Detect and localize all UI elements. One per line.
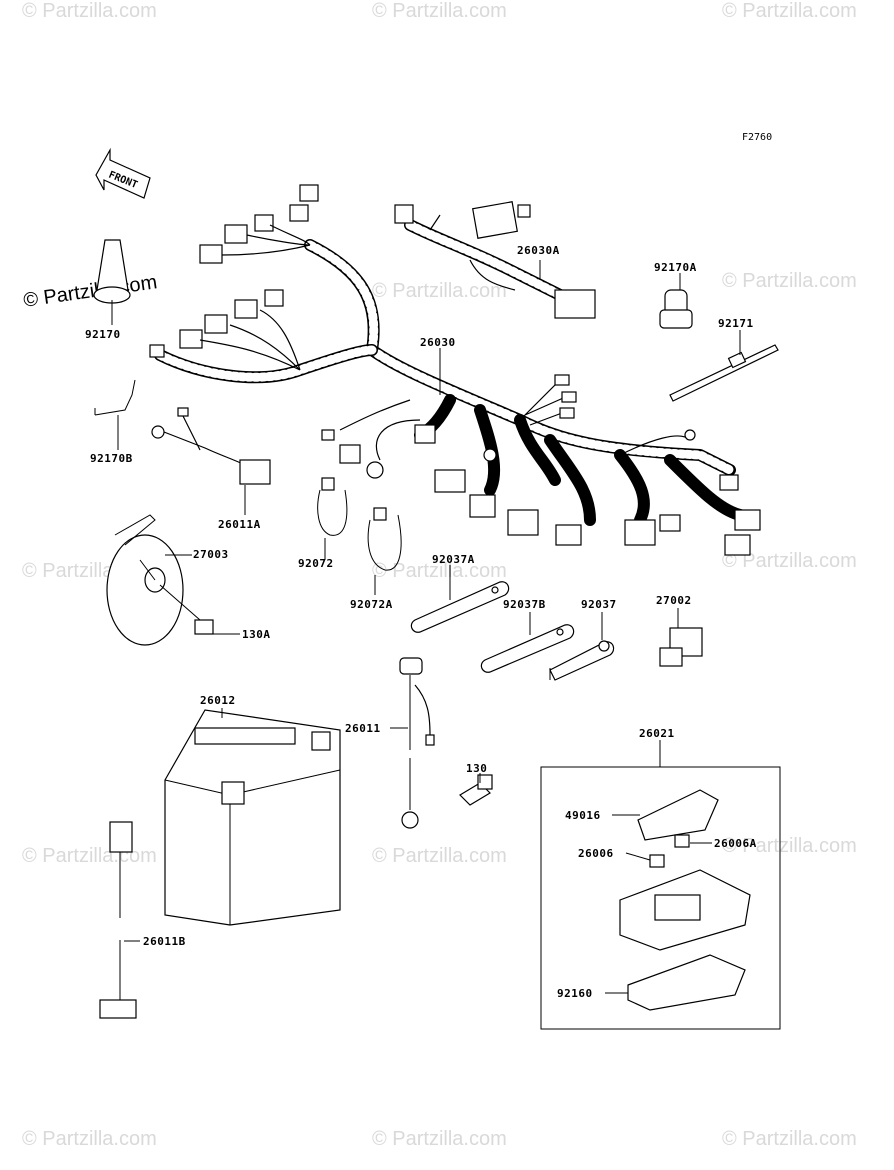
watermark: © Partzilla.com (22, 0, 157, 22)
part-label-27003[interactable]: 27003 (193, 548, 229, 561)
part-label-130[interactable]: 130 (466, 762, 488, 775)
watermark: © Partzilla.com (372, 280, 507, 302)
bracket-92037-icon (549, 640, 615, 681)
part-label-92160[interactable]: 92160 (557, 987, 593, 1000)
part-label-27002[interactable]: 27002 (656, 594, 692, 607)
grommet-92170-icon (93, 239, 131, 304)
part-label-92037[interactable]: 92037 (581, 598, 617, 611)
part-label-26011[interactable]: 26011 (345, 722, 381, 735)
part-label-92171[interactable]: 92171 (718, 317, 754, 330)
main-harness-icon (149, 184, 761, 556)
clamp-92170a-icon (659, 289, 693, 329)
bolt-130-icon (459, 774, 493, 806)
cable-26011b-icon (99, 821, 137, 1019)
watermark: © Partzilla.com (372, 0, 507, 22)
horn-27003-icon (106, 514, 214, 646)
clip-92170b-icon (94, 379, 136, 416)
part-label-26011b[interactable]: 26011B (143, 935, 186, 948)
strap-92171-icon (669, 344, 779, 402)
part-label-26030a[interactable]: 26030A (517, 244, 560, 257)
figure-code: F2760 (742, 132, 773, 143)
part-label-92170[interactable]: 92170 (85, 328, 121, 341)
part-label-92072[interactable]: 92072 (298, 557, 334, 570)
watermark: © Partzilla.com (722, 270, 857, 292)
fuse-box-parts-icon (619, 789, 751, 1011)
tie-92072a-icon (367, 507, 402, 571)
part-label-92037a[interactable]: 92037A (432, 553, 475, 566)
cover-92037a-icon (410, 581, 510, 633)
part-label-26021[interactable]: 26021 (639, 727, 675, 740)
watermark: © Partzilla.com (722, 1128, 857, 1150)
part-label-26006a[interactable]: 26006A (714, 837, 757, 850)
part-label-130a[interactable]: 130A (242, 628, 271, 641)
part-label-92170a[interactable]: 92170A (654, 261, 697, 274)
sub-harness-icon (394, 201, 596, 319)
part-label-49016[interactable]: 49016 (565, 809, 601, 822)
part-label-92037b[interactable]: 92037B (503, 598, 546, 611)
part-label-92170b[interactable]: 92170B (90, 452, 133, 465)
watermark: © Partzilla.com (722, 550, 857, 572)
watermark: © Partzilla.com (722, 0, 857, 22)
watermark: © Partzilla.com (372, 1128, 507, 1150)
lead-26011a-icon (151, 407, 271, 485)
part-label-26030[interactable]: 26030 (420, 336, 456, 349)
part-label-92072a[interactable]: 92072A (350, 598, 393, 611)
part-label-26006[interactable]: 26006 (578, 847, 614, 860)
watermark: © Partzilla.com (722, 835, 857, 857)
battery-26012-icon (164, 709, 341, 926)
front-arrow-icon: FRONT (95, 147, 151, 199)
watermark: © Partzilla.com (22, 1128, 157, 1150)
tie-92072-icon (317, 477, 348, 536)
relay-27002-icon (659, 627, 703, 667)
part-label-26012[interactable]: 26012 (200, 694, 236, 707)
watermark: © Partzilla.com (372, 845, 507, 867)
part-label-26011a[interactable]: 26011A (218, 518, 261, 531)
watermark: © Partzilla.com (372, 560, 507, 582)
cover-92037b-icon (480, 624, 575, 673)
cable-26011-icon (399, 657, 435, 829)
